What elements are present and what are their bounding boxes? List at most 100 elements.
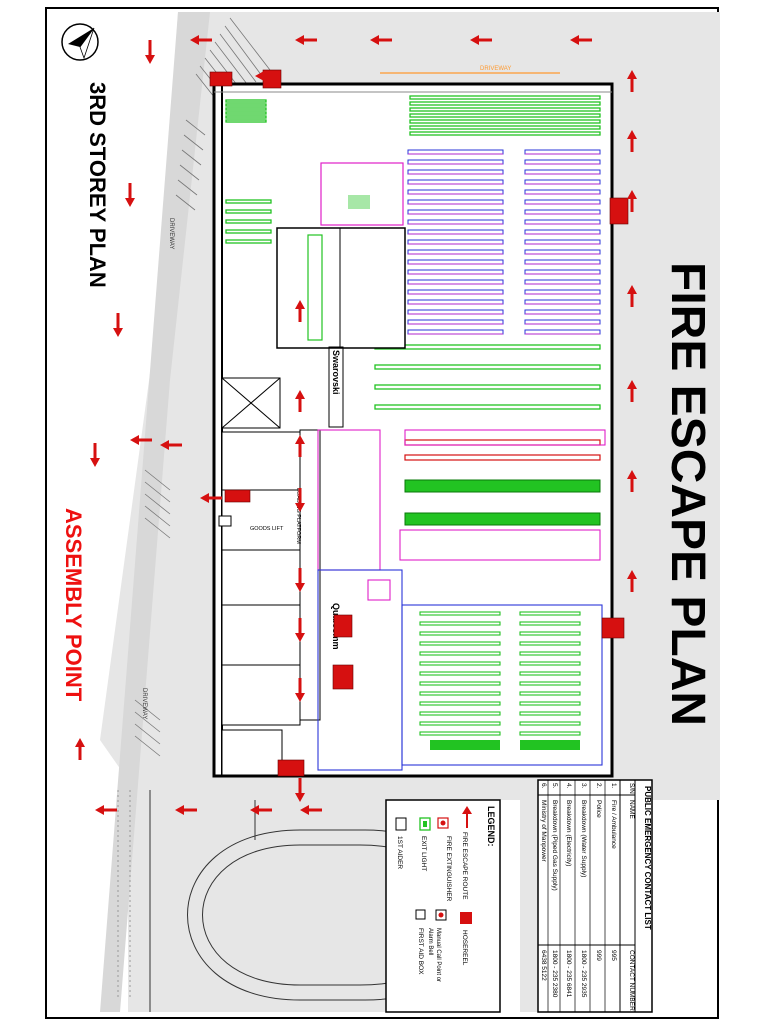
contact-row: 1. Fire / Ambulance 995 — [610, 783, 617, 961]
contact-row: 3. Breakdown (Water Supply) 1800 - 235 293… — [580, 783, 587, 998]
legend-exit-icon — [419, 817, 431, 831]
escape-arrow-icon — [295, 678, 305, 702]
escape-arrow-icon — [200, 493, 222, 503]
escape-arrow-icon — [130, 435, 152, 445]
contact-col-no: S/N — [628, 783, 635, 794]
escape-arrow-icon — [627, 470, 637, 492]
escape-route-arrows — [75, 35, 637, 815]
contact-row-name: Breakdown (Piped Gas Supply) — [551, 800, 558, 891]
large-storage-room — [276, 227, 406, 349]
legend-callpoint-label: Manual Call Point or Alarm Bell — [427, 928, 441, 983]
contact-col-name: NAME — [628, 800, 635, 819]
left-driveway-label: DRIVEWAY — [168, 218, 174, 249]
legend-extinguisher-icon — [437, 817, 449, 829]
legend-firstaid-icon — [415, 909, 426, 920]
contact-row-no: 3. — [580, 783, 587, 789]
escape-arrow-icon — [295, 568, 305, 592]
escape-arrow-icon — [627, 285, 637, 307]
contact-row-name: Breakdown (Electricity) — [565, 800, 572, 866]
escape-arrow-icon — [627, 190, 637, 212]
escape-arrow-icon — [190, 35, 212, 45]
contact-row-no: 5. — [551, 783, 558, 789]
escape-arrow-icon — [295, 618, 305, 642]
escape-arrow-icon — [295, 778, 305, 802]
contact-row-name: Ministry of Manpower — [540, 800, 547, 863]
perimeter-dashed-lines — [117, 790, 131, 1000]
contact-row-no: 1. — [610, 783, 617, 789]
contact-row: 5. Breakdown (Piped Gas Supply) 1800 - 235… — [551, 783, 558, 998]
plan-subtitle: 3RD STOREY PLAN — [85, 82, 110, 288]
bottom-driveway-label: DRIVEWAY — [141, 688, 147, 719]
contact-row-no: 4. — [565, 783, 572, 789]
contact-row-number: 1800 - 235 2380 — [551, 950, 558, 998]
escape-arrow-icon — [627, 130, 637, 152]
escape-arrow-icon — [160, 440, 182, 450]
rack-block-blue — [374, 149, 601, 410]
legend-route-label: FIRE ESCAPE ROUTE — [461, 832, 468, 900]
goods-lift-label: GOODS LIFT — [250, 526, 284, 532]
contact-row: 2. Police 999 — [595, 783, 602, 961]
legend-hosereel-icon — [460, 912, 472, 924]
contact-table-heading: PUBLIC EMERGENCY CONTACT LIST — [643, 786, 652, 930]
legend-firstaid-label: FIRST AID BOX — [417, 928, 424, 975]
escape-arrow-icon — [295, 435, 305, 457]
escape-arrow-icon — [125, 183, 135, 207]
escape-arrow-icon — [627, 570, 637, 592]
contact-row-no: 6. — [540, 783, 547, 789]
north-arrow-icon — [61, 23, 99, 61]
escape-arrow-icon — [627, 70, 637, 92]
legend-exit-label: EXIT LIGHT — [420, 836, 427, 871]
tenant-swarovski: Swarovski — [331, 350, 341, 395]
rack-block-green-lower — [419, 611, 581, 750]
escape-arrow-icon — [300, 805, 322, 815]
legend-hosereel-label: HOSEREEL — [461, 930, 468, 966]
left-service-rooms — [221, 377, 301, 776]
escape-arrow-icon — [295, 300, 305, 322]
hosereel-markers — [209, 69, 629, 777]
rack-block-red — [404, 439, 601, 526]
escape-arrow-icon — [627, 380, 637, 402]
contact-col-number: CONTACT NUMBER — [628, 950, 635, 1011]
contact-row: 4. Breakdown (Electricity) 1800 - 235 6841 — [565, 783, 572, 998]
contact-row-number: 995 — [610, 950, 617, 961]
contact-row: 6. Ministry of Manpower 6438 5122 — [540, 783, 547, 981]
office-room — [320, 162, 404, 226]
rack-block-green-top — [225, 95, 601, 244]
loading-platform-label: LOADING PLATFORM — [295, 488, 301, 544]
contact-row-name: Police — [595, 800, 602, 818]
contact-row-name: Breakdown (Water Supply) — [580, 800, 587, 877]
escape-arrow-icon — [370, 35, 392, 45]
legend-box: LEGEND: FIRE ESCAPE ROUTE FIRE EXTINGUIS… — [385, 799, 501, 1013]
escape-arrow-icon — [255, 71, 277, 81]
emergency-contact-table: PUBLIC EMERGENCY CONTACT LIST S/N NAME C… — [537, 779, 653, 1013]
contact-row-name: Fire / Ambulance — [610, 800, 617, 849]
contact-row-number: 999 — [595, 950, 602, 961]
legend-heading: LEGEND: — [486, 806, 496, 847]
escape-arrow-icon — [75, 738, 85, 760]
escape-arrow-icon — [95, 805, 117, 815]
escape-arrow-icon — [250, 805, 272, 815]
escape-arrow-icon — [295, 35, 317, 45]
contact-row-no: 2. — [595, 783, 602, 789]
escape-arrow-icon — [570, 35, 592, 45]
blue-partition — [317, 569, 603, 771]
escape-arrow-icon — [470, 35, 492, 45]
legend-route-arrow-icon — [462, 806, 472, 828]
plan-title: FIRE ESCAPE PLAN — [661, 262, 714, 726]
contact-row-number: 6438 5122 — [540, 950, 547, 981]
escape-arrow-icon — [295, 390, 305, 412]
escape-arrow-icon — [113, 313, 123, 337]
legend-first-aider-label: 1ST AIDER — [396, 836, 403, 869]
legend-extinguisher-label: FIRE EXTINGUISHER — [445, 836, 452, 902]
loading-platform — [299, 429, 321, 721]
contact-row-number: 1800 - 235 2935 — [580, 950, 587, 998]
contact-row-number: 1800 - 235 6841 — [565, 950, 572, 998]
escape-arrow-icon — [175, 805, 197, 815]
escape-arrow-icon — [145, 40, 155, 64]
top-driveway-label: DRIVEWAY — [480, 66, 511, 72]
parking-bays-mid — [134, 469, 171, 757]
legend-first-aider-icon — [395, 817, 407, 831]
escape-arrow-icon — [90, 443, 100, 467]
